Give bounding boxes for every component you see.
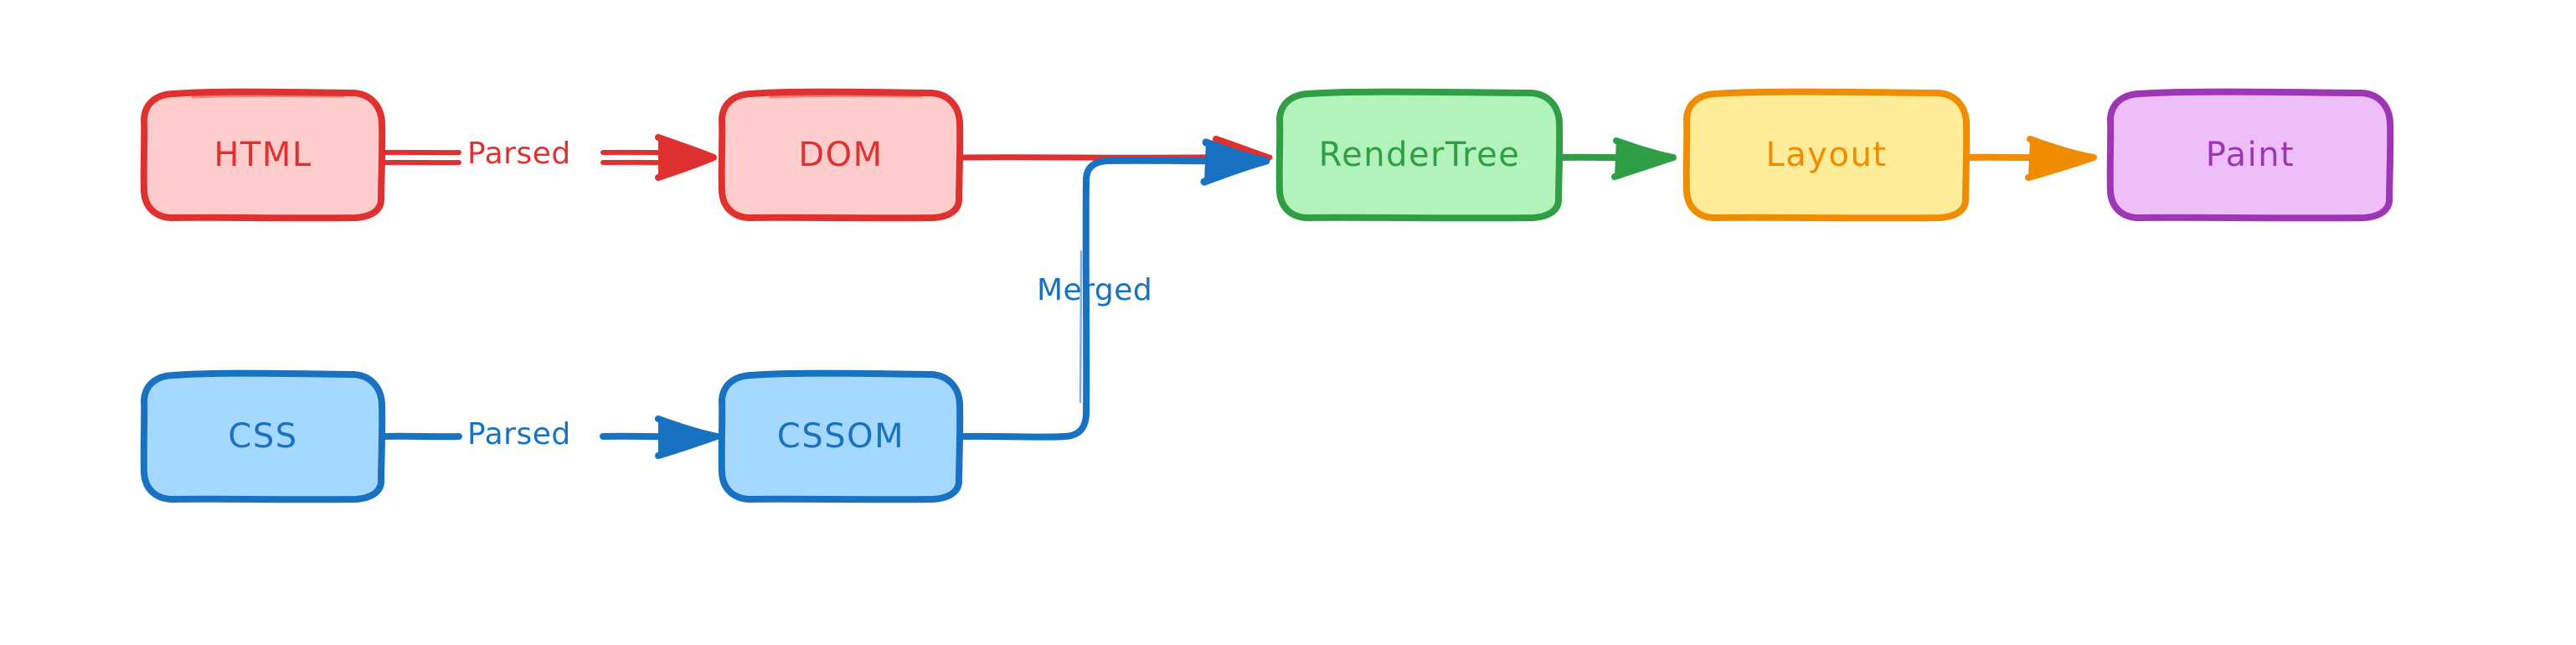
node-layout[interactable] <box>1682 88 1971 222</box>
edge-css-cssom <box>379 415 720 459</box>
node-paint[interactable] <box>2106 88 2394 222</box>
edge-label-cssom-rendertree-merged: Merged <box>1037 273 1153 307</box>
edge-cssom-rendertree <box>958 138 1270 441</box>
node-css[interactable] <box>140 369 386 503</box>
edge-rendertree-layout <box>1556 137 1677 180</box>
edge-html-dom <box>379 134 717 181</box>
node-dom[interactable] <box>718 88 964 222</box>
edge-label-html-dom-parsed: Parsed <box>462 137 576 171</box>
edge-label-css-cssom-parsed: Parsed <box>462 417 576 452</box>
edge-layout-paint <box>1963 136 2097 181</box>
node-html[interactable] <box>140 88 386 222</box>
node-rendertree[interactable] <box>1275 88 1564 222</box>
node-cssom[interactable] <box>718 369 964 503</box>
